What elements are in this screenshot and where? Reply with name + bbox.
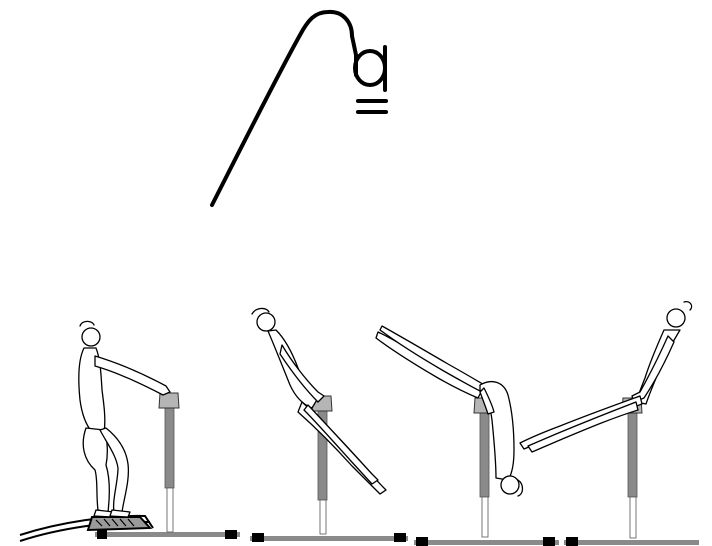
notation-loop	[355, 51, 385, 85]
springboard	[20, 516, 153, 541]
base-strip-4	[564, 540, 699, 545]
base-strip-1	[95, 532, 240, 537]
base-strip-2	[250, 536, 408, 541]
gymnast-frame-3	[376, 326, 523, 496]
gymnast-frame-4	[520, 302, 692, 452]
bar-left	[159, 393, 179, 532]
ground-bases	[95, 530, 699, 546]
base-strip-3	[414, 540, 559, 545]
bar-right	[622, 398, 642, 538]
notation-symbol	[212, 12, 386, 205]
gymnast-frame-1	[79, 321, 170, 517]
notation-stroke-line	[212, 12, 352, 205]
bar-third	[474, 398, 494, 537]
